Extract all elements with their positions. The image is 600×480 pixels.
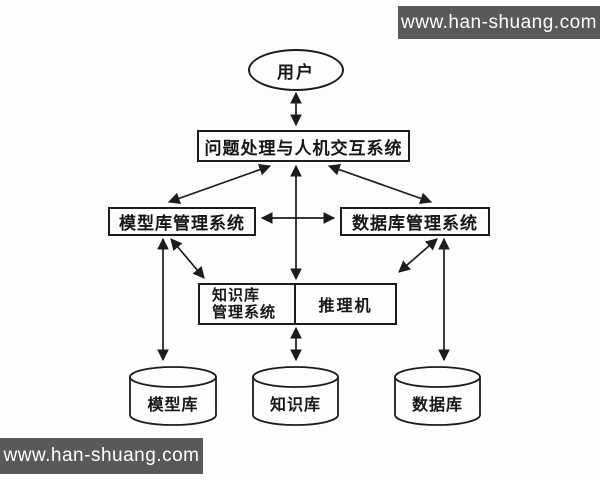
- node-db-management-label: 数据库管理系统: [352, 214, 478, 234]
- arrow-model-knowledge: [170, 238, 205, 279]
- arrow-db-inference: [398, 238, 438, 273]
- node-model-base-label: 模型库: [147, 395, 199, 414]
- watermark-top-bar: www.han-shuang.com: [398, 6, 600, 39]
- node-user: 用户: [248, 49, 344, 91]
- node-database-label: 数据库: [411, 395, 463, 414]
- node-inference-engine-label: 推理机: [318, 296, 373, 315]
- model-base-cylinder-body: [129, 377, 217, 426]
- node-user-label: 用户: [277, 62, 315, 83]
- node-knowledge-management: 知识库 管理系统: [200, 285, 296, 323]
- node-interaction-label: 问题处理与人机交互系统: [204, 138, 403, 159]
- cylinder-group: [129, 366, 481, 426]
- watermark-bottom-bar: www.han-shuang.com: [0, 438, 203, 474]
- arrow-interaction-model: [167, 163, 272, 205]
- node-model-management-label: 模型库管理系统: [119, 214, 245, 234]
- database-cylinder-top: [394, 366, 481, 388]
- knowledge-base-cylinder-top: [252, 366, 339, 388]
- knowledge-base-cylinder-body: [252, 377, 339, 426]
- watermark-bottom-text: www.han-shuang.com: [3, 445, 200, 466]
- node-knowledge-inference: 知识库 管理系统 推理机: [198, 283, 397, 325]
- database-cylinder-body: [394, 377, 481, 426]
- node-knowledge-base-label: 知识库: [269, 395, 321, 414]
- node-interaction-system: 问题处理与人机交互系统: [197, 130, 410, 162]
- node-knowledge-management-line1: 知识库: [212, 286, 261, 304]
- node-db-management: 数据库管理系统: [340, 207, 490, 236]
- node-knowledge-management-line2: 管理系统: [212, 303, 277, 321]
- watermark-top-text: www.han-shuang.com: [401, 11, 597, 33]
- node-inference-engine: 推理机: [296, 285, 395, 323]
- node-model-management: 模型库管理系统: [108, 207, 256, 236]
- arrow-group: [157, 91, 450, 362]
- arrow-interaction-db: [327, 163, 433, 205]
- model-base-cylinder-top: [129, 366, 217, 388]
